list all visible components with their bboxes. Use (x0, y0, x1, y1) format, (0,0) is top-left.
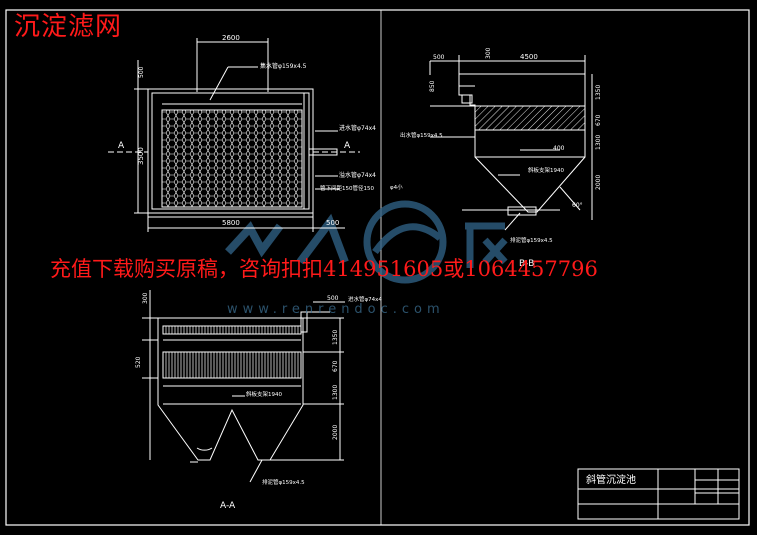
plan-label-overflow: 溢水管φ74x4 (339, 171, 376, 179)
aa-label-inlet: 进水管φ74x4 (348, 295, 382, 303)
plan-label-inlet: 进水管φ74x4 (339, 124, 376, 132)
bb-dim-670: 670 (595, 114, 602, 126)
hex-media-area (161, 109, 303, 208)
plan-view (108, 38, 360, 232)
plan-dim-left-top: 500 (138, 66, 145, 78)
watermark-url: www.renrendoc.com (227, 302, 445, 317)
aa-title: A-A (220, 501, 236, 511)
plan-label-small: φ4小 (390, 183, 403, 191)
aa-dim-1300: 1300 (332, 385, 339, 400)
aa-dim-2000: 2000 (332, 425, 339, 440)
plan-dim-bottom-right: 500 (326, 219, 339, 227)
aa-dim-1350: 1350 (332, 330, 339, 345)
aa-dim-300: 300 (142, 292, 149, 304)
bb-dim-400: 400 (553, 145, 565, 152)
bb-title: B-B (519, 259, 534, 269)
plan-dim-top: 2600 (222, 34, 240, 42)
section-mark-left: A (118, 141, 125, 151)
bb-dim-300: 300 (485, 47, 492, 59)
aa-dim-500: 500 (327, 295, 339, 302)
bb-label-angle: 60° (572, 202, 583, 209)
section-mark-right: A (344, 141, 351, 151)
bb-label-support: 斜板支架1940 (528, 166, 564, 174)
aa-dim-520: 520 (135, 356, 142, 368)
bb-dim-500: 500 (433, 54, 445, 61)
section-aa (142, 290, 345, 483)
bb-label-outlet: 出水管φ159x4.5 (400, 131, 443, 139)
plan-dim-bottom: 5800 (222, 219, 240, 227)
plan-dim-left: 3500 (137, 147, 145, 165)
bb-dim-850: 850 (429, 80, 436, 92)
header-title: 沉淀滤网 (14, 12, 123, 42)
aa-label-support: 斜板支架1940 (246, 390, 282, 398)
aa-label-drain: 排泥管φ159x4.5 (262, 478, 305, 486)
bb-dim-1300: 1300 (595, 135, 602, 150)
section-bb (429, 55, 593, 231)
bb-dim-4500: 4500 (520, 53, 538, 61)
title-block-name: 斜管沉淀池 (586, 473, 636, 486)
title-block (577, 468, 740, 520)
bb-dim-2000: 2000 (595, 175, 602, 190)
plan-label-pipe: 集水管φ159x4.5 (260, 62, 307, 70)
plan-label-bottom: 管下间距150管径150 (320, 184, 374, 192)
bb-label-drain: 排泥管φ159x4.5 (510, 236, 553, 244)
drawing-border (5, 9, 750, 526)
bb-dim-1350: 1350 (595, 85, 602, 100)
watermark-logo (225, 200, 508, 284)
purchase-banner: 充值下载购买原稿，咨询扣扣414951605或1064457796 (50, 257, 598, 281)
aa-dim-670: 670 (332, 360, 339, 372)
